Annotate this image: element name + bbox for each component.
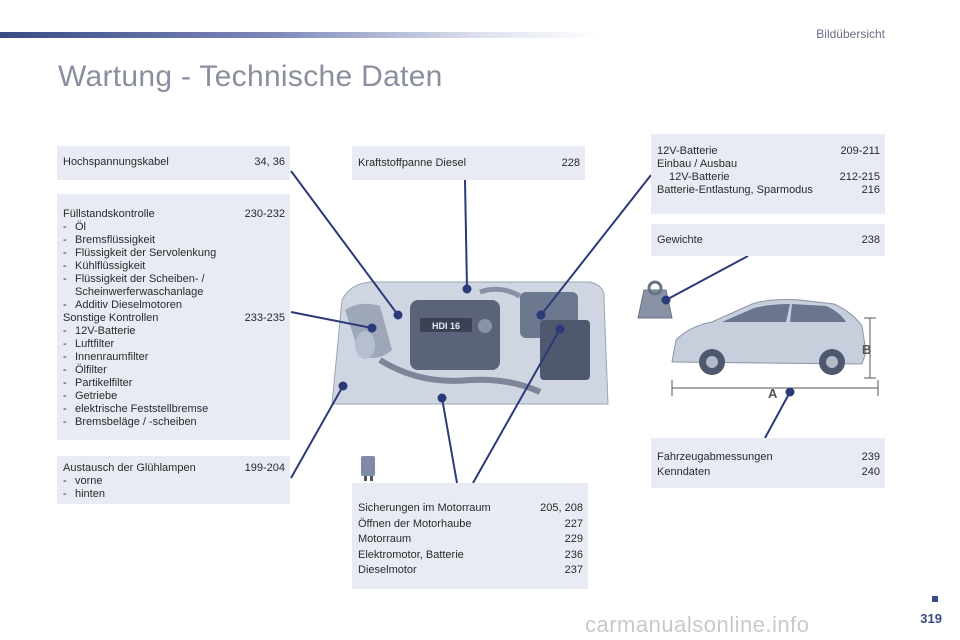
engine-badge: HDI 16 <box>432 321 460 331</box>
list-item: -Öl <box>63 221 86 233</box>
dim-a-label: A <box>768 386 778 401</box>
list-item: -Partikelfilter <box>63 377 133 389</box>
row-fuel: Kraftstoffpanne Diesel 228 <box>358 157 580 170</box>
list-item: -Flüssigkeit der Servolenkung <box>63 247 217 259</box>
list-item: -Ölfilter <box>63 364 107 376</box>
pages-high-voltage: 34, 36 <box>254 156 285 168</box>
list-item: -vorne <box>63 475 103 487</box>
row-high-voltage: Hochspannungskabel 34, 36 <box>63 156 285 169</box>
pages-fill-levels: 230-232 <box>244 208 285 220</box>
list-item: -Kühlflüssigkeit <box>63 260 146 272</box>
dim-b-label: B <box>862 342 871 357</box>
page-marker <box>932 596 938 602</box>
list-item: -hinten <box>63 488 105 500</box>
label-bulbs: Austausch der Glühlampen <box>63 462 196 474</box>
pages-fuel: 228 <box>561 157 580 169</box>
list-item: -12V-Batterie <box>63 325 136 337</box>
label-high-voltage: Hochspannungskabel <box>63 156 169 168</box>
car-illustration <box>671 299 867 375</box>
list-item: -Flüssigkeit der Scheiben- / <box>63 273 205 285</box>
box-fuel: Kraftstoffpanne Diesel 228 <box>352 146 585 180</box>
pages-other-checks: 233-235 <box>244 312 285 324</box>
list-item: -elektrische Feststellbremse <box>63 403 209 415</box>
row-bulbs: Austausch der Glühlampen 199-204 <box>63 462 285 475</box>
page-title: Wartung - Technische Daten <box>58 60 443 93</box>
label-fill-levels: Füllstandskontrolle <box>63 208 155 220</box>
pages-bulbs: 199-204 <box>244 462 285 474</box>
row-other-checks: Sonstige Kontrollen 233-235 <box>63 312 285 325</box>
page-number: 319 <box>920 611 942 626</box>
leader-lines <box>290 170 795 484</box>
section-label: Bildübersicht <box>816 27 885 41</box>
list-item: -Luftfilter <box>63 338 115 350</box>
list-item: -Additiv Dieselmotoren <box>63 299 182 311</box>
list-item: -Getriebe <box>63 390 118 402</box>
box-checks: Füllstandskontrolle 230-232 -Öl -Bremsfl… <box>57 194 290 440</box>
label-other-checks: Sonstige Kontrollen <box>63 312 159 324</box>
list-item-continuation: Scheinwerferwaschanlage <box>75 286 204 298</box>
list-item: -Bremsbeläge / -scheiben <box>63 416 197 428</box>
engine-illustration: HDI 16 <box>331 281 609 405</box>
fuse-icon <box>361 456 375 481</box>
box-bulbs: Austausch der Glühlampen 199-204 -vorne … <box>57 456 290 504</box>
label-fuel: Kraftstoffpanne Diesel <box>358 157 467 169</box>
list-item: -Innenraumfilter <box>63 351 149 363</box>
row-fill-levels: Füllstandskontrolle 230-232 <box>63 208 285 221</box>
watermark: carmanualsonline.info <box>585 612 810 637</box>
header-bar <box>0 32 600 38</box>
box-high-voltage: Hochspannungskabel 34, 36 <box>57 146 290 180</box>
list-item: -Bremsflüssigkeit <box>63 234 156 246</box>
row-install: Einbau / Ausbau <box>657 158 738 170</box>
